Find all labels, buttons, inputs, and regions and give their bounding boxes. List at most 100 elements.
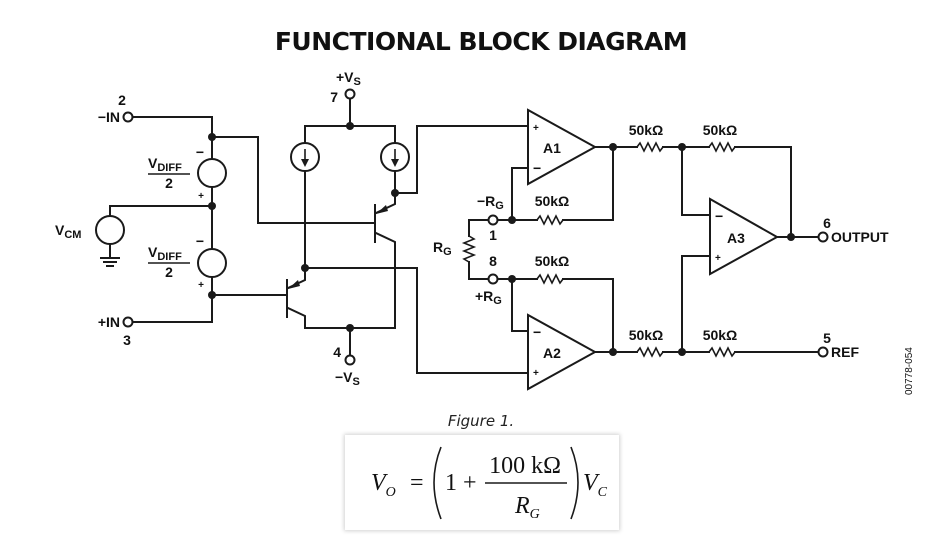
svg-text:VDIFF: VDIFF xyxy=(148,155,182,174)
ref-resistor-icon xyxy=(708,346,736,358)
neg-supply-label: −VS xyxy=(335,369,360,388)
opamp-a1: + − A1 xyxy=(527,108,598,186)
rg-resistor-icon xyxy=(461,235,477,263)
pos-rg-label: +RG xyxy=(475,288,502,307)
wire xyxy=(468,261,489,280)
vdiff-bottom-plus: + xyxy=(198,280,204,291)
opamp-a2: − + A2 xyxy=(527,313,598,391)
vcm-source-icon xyxy=(95,215,125,245)
pos-input-pin: +IN 3 xyxy=(98,314,134,348)
vcm-label: VCM xyxy=(55,222,81,241)
a3-minus: − xyxy=(715,208,723,224)
wire xyxy=(562,278,614,353)
neg-in-wire xyxy=(132,116,213,138)
a2-feedback-resistor-label: 50kΩ xyxy=(535,253,570,269)
ref-resistor-label: 50kΩ xyxy=(703,327,738,343)
left-paren xyxy=(433,446,442,520)
a2-inv-wire xyxy=(511,278,529,332)
pin-number-5: 5 xyxy=(823,330,831,346)
output-label: OUTPUT xyxy=(831,229,889,245)
a2-plus: + xyxy=(533,368,539,379)
a2-to-a3-resistor-icon xyxy=(636,346,664,358)
pos-in-label: +IN xyxy=(98,314,120,330)
neg-supply-pin: 4 −VS xyxy=(333,327,360,388)
a1-to-a3-resistor-label: 50kΩ xyxy=(629,122,664,138)
a2-minus: − xyxy=(533,324,541,340)
formula-denominator: RG xyxy=(514,493,540,522)
wire xyxy=(468,219,489,237)
junction xyxy=(609,143,617,151)
ref-pin: 5 REF xyxy=(817,330,859,360)
gain-formula-box: VO = 1 + 100 kΩ RG VC xyxy=(345,435,619,530)
opamp-a2-icon xyxy=(527,313,598,391)
vdiff-top-sub: DIFF xyxy=(157,162,182,174)
a3-noninv-wire xyxy=(681,255,711,353)
pin-number-7: 7 xyxy=(330,89,338,105)
a2-label: A2 xyxy=(543,345,561,361)
junction xyxy=(609,348,617,356)
pin-number-2: 2 xyxy=(118,92,126,108)
a1-minus: − xyxy=(533,160,541,176)
q1-base-wire xyxy=(211,136,375,224)
output-pin: 6 OUTPUT xyxy=(817,215,889,245)
ground-icon xyxy=(100,257,120,267)
vdiff-top-minus: − xyxy=(196,144,204,160)
neg-in-terminal xyxy=(122,111,134,123)
ref-label: REF xyxy=(831,344,859,360)
pos-supply-label: +VS xyxy=(336,69,361,88)
opamp-a1-icon xyxy=(527,108,598,186)
a3-feedback-resistor-label: 50kΩ xyxy=(703,122,738,138)
a3-plus: + xyxy=(715,253,721,264)
ref-terminal xyxy=(817,346,829,358)
neg-supply-terminal xyxy=(344,354,356,366)
formula-numerator: 100 kΩ xyxy=(489,453,561,479)
pin-number-8: 8 xyxy=(489,253,497,269)
vdiff-top-source-icon xyxy=(197,158,227,188)
formula-lhs: VO xyxy=(371,470,396,500)
neg-in-label: −IN xyxy=(98,109,120,125)
vdiff-top-label: VDIFF 2 xyxy=(148,155,190,191)
vdiff-bottom-den: 2 xyxy=(165,264,173,280)
a1-feedback-resistor-icon xyxy=(536,214,564,226)
vdiff-top-den: 2 xyxy=(165,175,173,191)
right-paren xyxy=(570,446,579,520)
vdiff-bottom-minus: − xyxy=(196,233,204,249)
a3-inv-wire xyxy=(681,146,711,216)
current-source-right-icon xyxy=(380,142,410,172)
opamp-a3: − + A3 xyxy=(709,197,780,276)
pin-number-6: 6 xyxy=(823,215,831,231)
vdiff-top-plus: + xyxy=(198,191,204,202)
a2-to-a3-resistor-label: 50kΩ xyxy=(629,327,664,343)
pos-supply-terminal xyxy=(344,88,356,100)
transistor-q1-icon xyxy=(374,192,396,329)
a1-label: A1 xyxy=(543,140,561,156)
pin-number-4: 4 xyxy=(333,344,341,360)
a1-noninv-wire xyxy=(394,125,529,194)
a3-feedback-resistor-icon xyxy=(708,141,736,153)
rg-label: RG xyxy=(433,239,452,258)
neg-rg-terminal xyxy=(487,214,499,226)
vcm-wire xyxy=(109,205,213,217)
formula-equals: = xyxy=(410,470,424,496)
a3-label: A3 xyxy=(727,230,745,246)
supply-rail xyxy=(304,125,396,144)
wire xyxy=(562,146,614,221)
output-terminal xyxy=(817,231,829,243)
formula-rhs: VC xyxy=(583,470,608,500)
a1-to-a3-resistor-icon xyxy=(636,141,664,153)
junction xyxy=(678,348,686,356)
vdiff-bottom-source-icon xyxy=(197,248,227,278)
vdiff-top-v: V xyxy=(148,155,158,171)
pos-supply-pin: +VS 7 xyxy=(330,69,361,105)
a1-inv-wire xyxy=(511,167,529,221)
gain-formula: VO = 1 + 100 kΩ RG VC xyxy=(371,446,608,522)
junction xyxy=(787,233,795,241)
pin-number-1: 1 xyxy=(489,227,497,243)
pos-rg-pin: 8 +RG xyxy=(475,253,502,307)
transistor-q2-icon xyxy=(286,267,396,329)
formula-one-plus: 1 + xyxy=(445,470,477,496)
a1-plus: + xyxy=(533,123,539,134)
a1-feedback-resistor-label: 50kΩ xyxy=(535,193,570,209)
a2-feedback-resistor-icon xyxy=(536,273,564,285)
